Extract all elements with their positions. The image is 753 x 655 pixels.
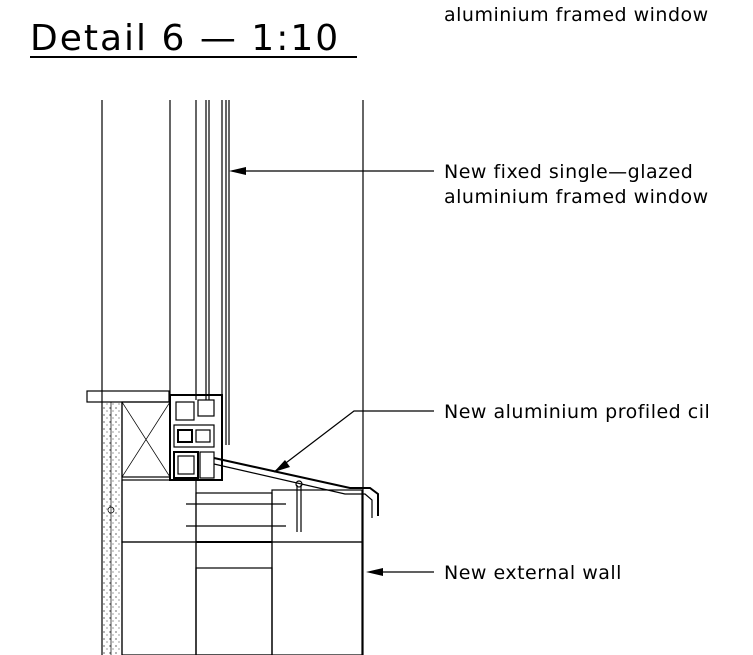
leader-wall: [366, 568, 434, 576]
timber-packer: [121, 401, 171, 478]
window-frame: [169, 100, 230, 445]
top-cut-label: aluminium framed window: [444, 4, 709, 26]
cill-label: New aluminium profiled cil: [444, 401, 710, 423]
internal-sill-board: [86, 390, 170, 655]
window-label-line1: New fixed single—glazed: [444, 161, 693, 183]
detail-title: Detail 6 — 1:10: [30, 18, 340, 59]
window-frame-profile: [169, 394, 223, 481]
lower-wall-construction: [121, 541, 363, 655]
leader-window: [229, 167, 434, 175]
wall-label: New external wall: [444, 562, 622, 584]
leader-cill: [273, 410, 434, 473]
aluminium-cill: [213, 457, 379, 532]
window-label-line2: aluminium framed window: [444, 186, 709, 208]
